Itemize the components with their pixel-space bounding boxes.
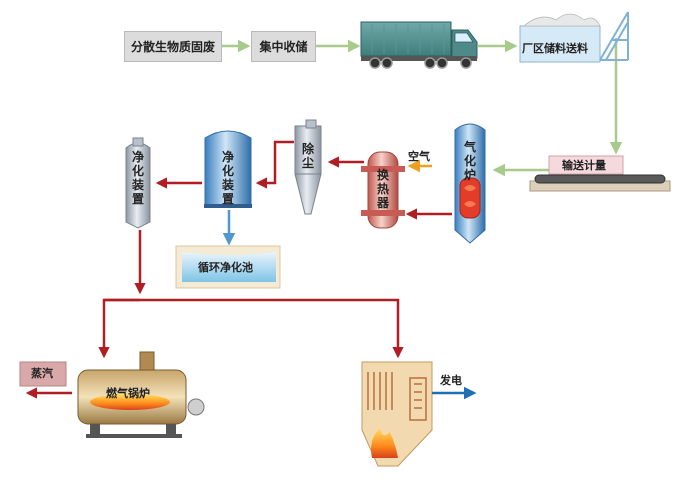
heat-exchanger-vessel — [361, 151, 405, 229]
centralized-storage-box: 集中收储 — [251, 31, 316, 62]
flow-cyclone-to-tower2 — [255, 140, 294, 189]
storage-bin-icon — [519, 11, 629, 63]
biomass-source-box: 分散生物质固废 — [124, 31, 222, 62]
conveying-metering-label: 输送计量 — [562, 159, 606, 172]
purification-tower-1 — [125, 137, 151, 229]
centralized-storage-label: 集中收储 — [259, 39, 308, 54]
biomass-source-label: 分散生物质固废 — [130, 39, 215, 54]
plant-storage-feed-label: 厂区储料送料 — [522, 42, 588, 55]
circulation-pool-label: 循环净化池 — [198, 261, 253, 274]
gasifier-label: 气化炉 — [463, 140, 476, 182]
steam-label: 蒸汽 — [31, 367, 53, 380]
circulation-pool — [175, 245, 281, 289]
gasifier-vessel — [454, 123, 486, 244]
gas-flow-lines — [25, 140, 452, 399]
flow-to-boiler — [98, 298, 140, 359]
conveyor-belt-icon — [529, 155, 671, 192]
purification-device-1-label: 净化装置 — [131, 150, 144, 206]
truck-icon — [360, 21, 478, 69]
steam-box — [19, 361, 67, 387]
gas-boiler-label: 燃气锅炉 — [106, 387, 150, 400]
cyclone-dust-collector — [294, 119, 322, 215]
dust-removal-label: 除尘 — [301, 142, 314, 170]
heat-exchanger-label: 换热器 — [376, 168, 389, 210]
power-generation-furnace — [361, 361, 433, 467]
flow-to-furnace — [104, 298, 404, 359]
air-label: 空气 — [408, 150, 430, 163]
gas-boiler — [77, 351, 205, 438]
power-generation-label: 发电 — [440, 374, 462, 387]
purification-device-2-label: 净化装置 — [221, 150, 234, 206]
purification-tower-2 — [204, 130, 252, 208]
